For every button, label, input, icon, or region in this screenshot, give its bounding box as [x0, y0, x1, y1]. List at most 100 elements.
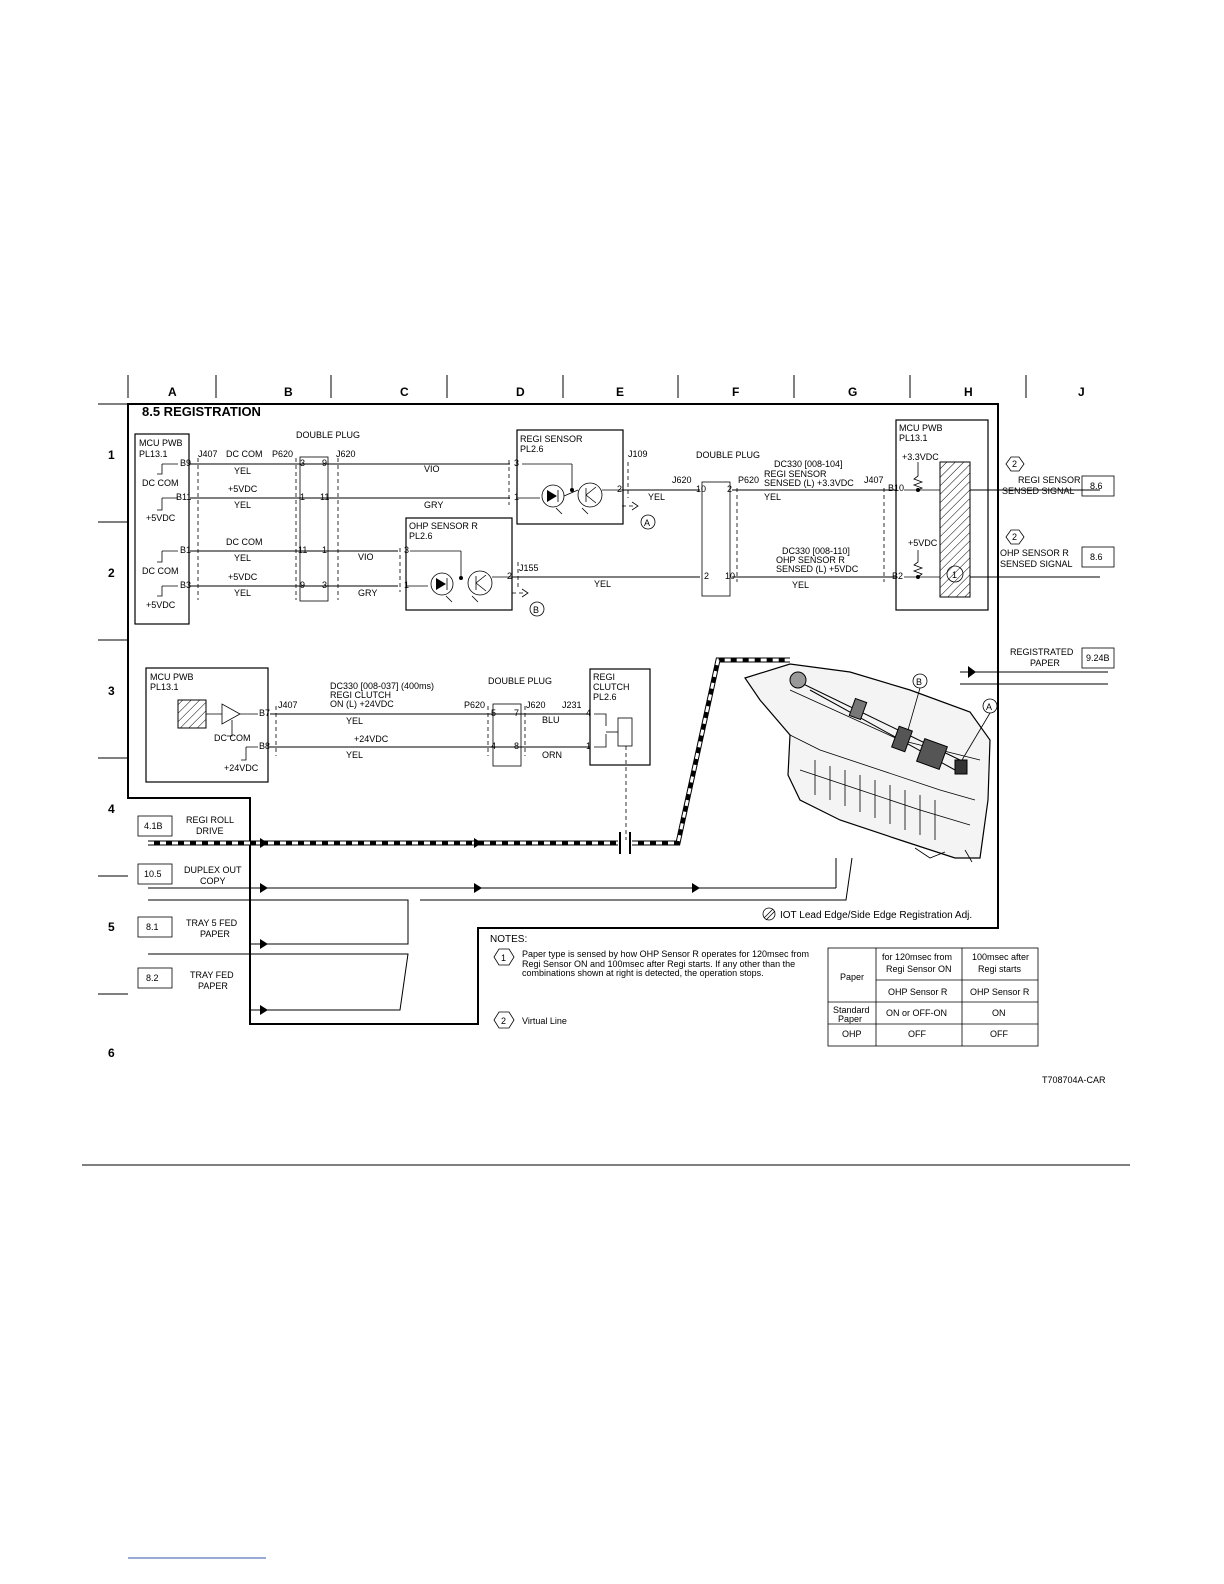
- virtual-line-a: A: [644, 518, 650, 528]
- paper-path-lines: [148, 857, 853, 1015]
- output-regi-sensor-signal: 2 REGI SENSOR SENSED SIGNAL 8.6: [1002, 456, 1115, 497]
- svg-text:B11: B11: [176, 492, 191, 502]
- svg-text:+5VDC: +5VDC: [908, 538, 938, 548]
- svg-text:ORN: ORN: [542, 750, 562, 760]
- svg-text:OFF: OFF: [990, 1029, 1008, 1039]
- svg-text:4: 4: [586, 708, 591, 718]
- svg-text:B10: B10: [888, 483, 904, 493]
- svg-text:VIO: VIO: [424, 464, 440, 474]
- svg-text:+5VDC: +5VDC: [146, 513, 176, 523]
- svg-text:J620: J620: [672, 475, 692, 485]
- registrated-paper: REGISTRATED PAPER 9.24B: [960, 647, 1115, 685]
- svg-text:DRIVE: DRIVE: [196, 826, 224, 836]
- regi-assembly-illustration: B A: [744, 663, 998, 863]
- paper-type-table: Paper for 120msec from Regi Sensor ON 10…: [827, 947, 1039, 1047]
- row-label: 2: [108, 566, 115, 580]
- svg-text:PL13.1: PL13.1: [139, 449, 168, 459]
- svg-text:1: 1: [586, 741, 591, 751]
- svg-text:B2: B2: [892, 571, 903, 581]
- svg-text:YEL: YEL: [764, 492, 781, 502]
- svg-text:YEL: YEL: [234, 500, 251, 510]
- svg-text:DC COM: DC COM: [142, 566, 179, 576]
- svg-text:8.6: 8.6: [1090, 481, 1103, 491]
- mcu-pwb-left: MCU PWB PL13.1 B9 B11 B1 B3 DC COM +5VDC…: [134, 433, 191, 625]
- row-label: 6: [108, 1046, 115, 1060]
- svg-text:2: 2: [1012, 459, 1017, 469]
- svg-text:9: 9: [322, 458, 327, 468]
- svg-text:Paper: Paper: [840, 972, 864, 982]
- connector-dashes: [197, 458, 885, 600]
- double-plug-label: DOUBLE PLUG: [296, 430, 360, 440]
- double-plug-1: [299, 456, 329, 602]
- svg-text:PL13.1: PL13.1: [899, 433, 928, 443]
- svg-text:3: 3: [322, 580, 327, 590]
- svg-text:REGI SENSOR: REGI SENSOR: [764, 469, 827, 479]
- svg-text:+5VDC: +5VDC: [146, 600, 176, 610]
- svg-text:DC330 [008-110]: DC330 [008-110]: [782, 546, 850, 556]
- column-label: D: [516, 385, 525, 399]
- svg-text:PL2.6: PL2.6: [593, 692, 617, 702]
- column-label: E: [616, 385, 624, 399]
- svg-text:PAPER: PAPER: [1030, 658, 1060, 668]
- svg-text:B8: B8: [259, 741, 270, 751]
- svg-text:NOTES:: NOTES:: [490, 934, 527, 945]
- svg-text:A: A: [986, 702, 992, 712]
- svg-text:YEL: YEL: [594, 579, 611, 589]
- svg-text:8.6: 8.6: [1090, 552, 1103, 562]
- row-label: 5: [108, 920, 115, 934]
- svg-text:COPY: COPY: [200, 876, 226, 886]
- svg-text:Regi Sensor ON: Regi Sensor ON: [886, 964, 952, 974]
- svg-text:REGISTRATED: REGISTRATED: [1010, 647, 1074, 657]
- svg-text:2: 2: [617, 484, 622, 494]
- svg-text:Paper type is sensed by how OH: Paper type is sensed by how OHP Sensor R…: [522, 949, 809, 959]
- svg-text:GRY: GRY: [358, 588, 377, 598]
- svg-text:J407: J407: [864, 475, 884, 485]
- column-label: B: [284, 385, 293, 399]
- svg-text:P620: P620: [464, 700, 485, 710]
- svg-text:9.24B: 9.24B: [1086, 653, 1110, 663]
- regi-clutch: REGI CLUTCH PL2.6 4 1: [586, 668, 651, 840]
- svg-text:MCU PWB: MCU PWB: [150, 672, 194, 682]
- svg-text:1: 1: [501, 953, 506, 963]
- svg-text:P620: P620: [738, 475, 759, 485]
- svg-text:J407: J407: [278, 700, 298, 710]
- svg-text:2: 2: [501, 1016, 506, 1026]
- page-title: 8.5 REGISTRATION: [142, 404, 261, 419]
- svg-text:MCU PWB: MCU PWB: [139, 438, 183, 448]
- svg-text:+24VDC: +24VDC: [354, 734, 389, 744]
- svg-text:1: 1: [404, 580, 409, 590]
- svg-text:Regi Sensor ON and 100msec aft: Regi Sensor ON and 100msec after Regi st…: [522, 959, 795, 969]
- svg-text:combinations shown at right is: combinations shown at right is detected,…: [522, 968, 764, 978]
- svg-text:J231: J231: [562, 700, 582, 710]
- svg-text:ON (L) +24VDC: ON (L) +24VDC: [330, 699, 394, 709]
- adjustment-note: IOT Lead Edge/Side Edge Registration Adj…: [762, 907, 972, 921]
- mcu-pwb-right: MCU PWB PL13.1 +3.3VDC +5VDC B10 B2 1: [888, 419, 989, 611]
- svg-text:SENSED (L) +5VDC: SENSED (L) +5VDC: [776, 564, 859, 574]
- svg-text:for 120msec from: for 120msec from: [882, 952, 952, 962]
- svg-text:10: 10: [696, 484, 706, 494]
- column-label: A: [168, 385, 177, 399]
- svg-text:OHP: OHP: [842, 1029, 862, 1039]
- svg-text:DUPLEX OUT: DUPLEX OUT: [184, 865, 242, 875]
- svg-text:2: 2: [507, 571, 512, 581]
- svg-text:11: 11: [320, 492, 329, 502]
- svg-text:+24VDC: +24VDC: [224, 763, 259, 773]
- row-label: 1: [108, 448, 115, 462]
- svg-text:DC COM: DC COM: [142, 478, 179, 488]
- svg-text:Paper: Paper: [838, 1014, 862, 1024]
- svg-text:MCU PWB: MCU PWB: [899, 423, 943, 433]
- svg-text:OHP SENSOR R: OHP SENSOR R: [776, 555, 845, 565]
- svg-text:1: 1: [514, 492, 519, 502]
- svg-text:PL2.6: PL2.6: [409, 531, 433, 541]
- svg-text:PAPER: PAPER: [198, 981, 228, 991]
- double-plug-3: [492, 703, 522, 767]
- svg-text:YEL: YEL: [648, 492, 665, 502]
- svg-text:DOUBLE PLUG: DOUBLE PLUG: [488, 676, 552, 686]
- svg-text:DC330 [008-037] (400ms): DC330 [008-037] (400ms): [330, 681, 434, 691]
- figure-id: T708704A-CAR: [1042, 1075, 1106, 1085]
- svg-text:YEL: YEL: [346, 750, 363, 760]
- regi-sensor: REGI SENSOR PL2.6 3 1 2: [514, 429, 624, 525]
- svg-text:DC330 [008-104]: DC330 [008-104]: [774, 459, 843, 469]
- diagram-frame: [127, 403, 999, 1025]
